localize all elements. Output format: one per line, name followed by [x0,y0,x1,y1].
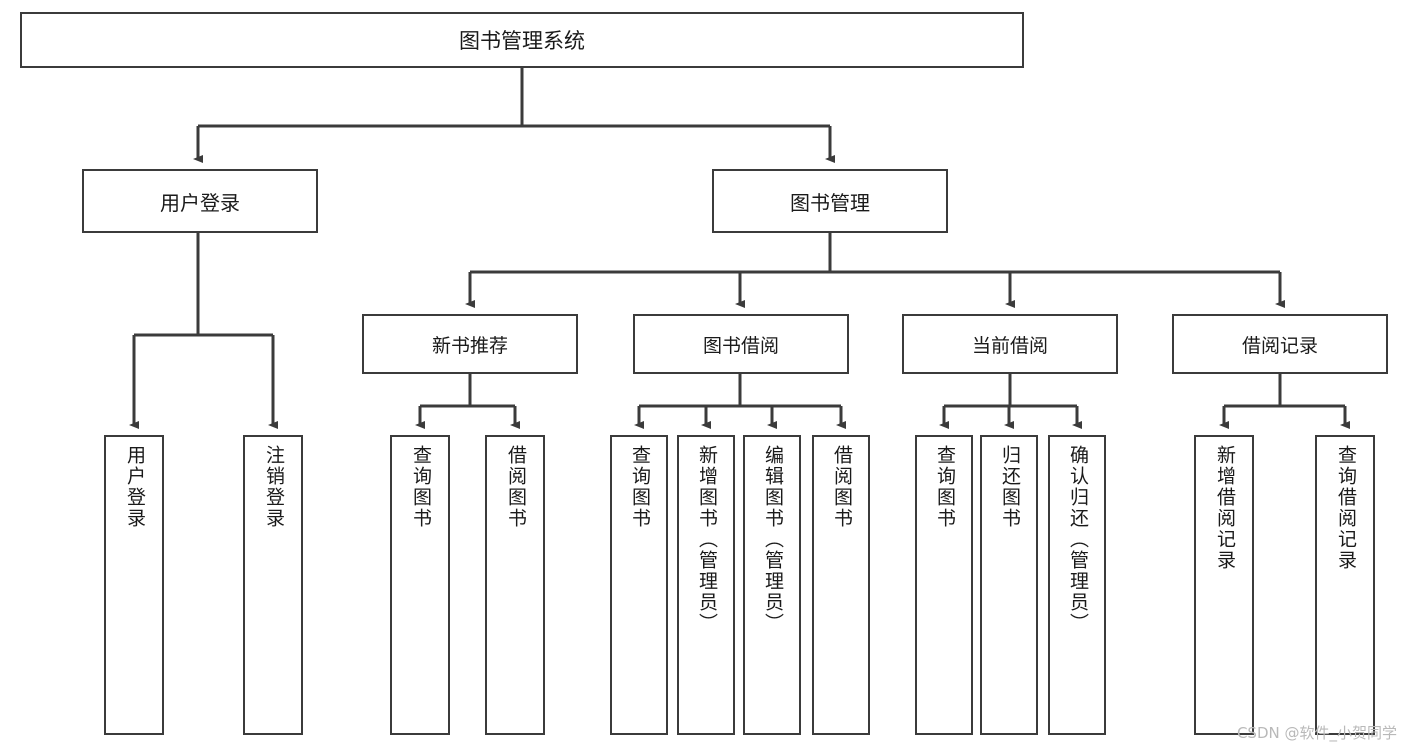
node-book-manage[interactable]: 图书管理 [712,169,948,233]
leaf-borrow-book-1-label: 借阅图书 [504,445,527,529]
leaf-confirm-return-label: 确认归还（管理员） [1066,445,1089,634]
leaf-query-book-2[interactable]: 查询图书 [610,435,668,735]
node-new-book-recommend-label: 新书推荐 [431,334,508,357]
leaf-query-book-3[interactable]: 查询图书 [915,435,973,735]
node-book-borrow-label: 图书借阅 [702,334,779,357]
leaf-borrow-book-2[interactable]: 借阅图书 [812,435,870,735]
leaf-logout-label: 注销登录 [262,445,285,529]
leaf-edit-book[interactable]: 编辑图书（管理员） [743,435,801,735]
leaf-query-book-2-label: 查询图书 [628,445,651,529]
leaf-query-record[interactable]: 查询借阅记录 [1315,435,1375,735]
leaf-add-book[interactable]: 新增图书（管理员） [677,435,735,735]
node-user-login[interactable]: 用户登录 [82,169,318,233]
node-current-borrow[interactable]: 当前借阅 [902,314,1118,374]
leaf-query-record-label: 查询借阅记录 [1334,445,1357,571]
leaf-return-book[interactable]: 归还图书 [980,435,1038,735]
node-root-label: 图书管理系统 [459,29,585,53]
leaf-add-record-label: 新增借阅记录 [1213,445,1236,571]
leaf-query-book-3-label: 查询图书 [933,445,956,529]
leaf-add-record[interactable]: 新增借阅记录 [1194,435,1254,735]
leaf-add-book-label: 新增图书（管理员） [695,445,718,634]
node-user-login-label: 用户登录 [160,190,240,215]
node-book-borrow[interactable]: 图书借阅 [633,314,849,374]
node-book-manage-label: 图书管理 [790,190,870,215]
node-borrow-record-label: 借阅记录 [1241,334,1318,357]
node-borrow-record[interactable]: 借阅记录 [1172,314,1388,374]
leaf-borrow-book-1[interactable]: 借阅图书 [485,435,545,735]
leaf-edit-book-label: 编辑图书（管理员） [761,445,784,634]
node-current-borrow-label: 当前借阅 [971,334,1048,357]
leaf-query-book-1[interactable]: 查询图书 [390,435,450,735]
leaf-user-login[interactable]: 用户登录 [104,435,164,735]
leaf-query-book-1-label: 查询图书 [409,445,432,529]
watermark: CSDN @软件_小贺同学 [1236,724,1397,742]
node-root[interactable]: 图书管理系统 [20,12,1024,68]
leaf-confirm-return[interactable]: 确认归还（管理员） [1048,435,1106,735]
leaf-borrow-book-2-label: 借阅图书 [830,445,853,529]
node-new-book-recommend[interactable]: 新书推荐 [362,314,578,374]
leaf-user-login-label: 用户登录 [123,445,146,529]
leaf-logout[interactable]: 注销登录 [243,435,303,735]
leaf-return-book-label: 归还图书 [998,445,1021,529]
